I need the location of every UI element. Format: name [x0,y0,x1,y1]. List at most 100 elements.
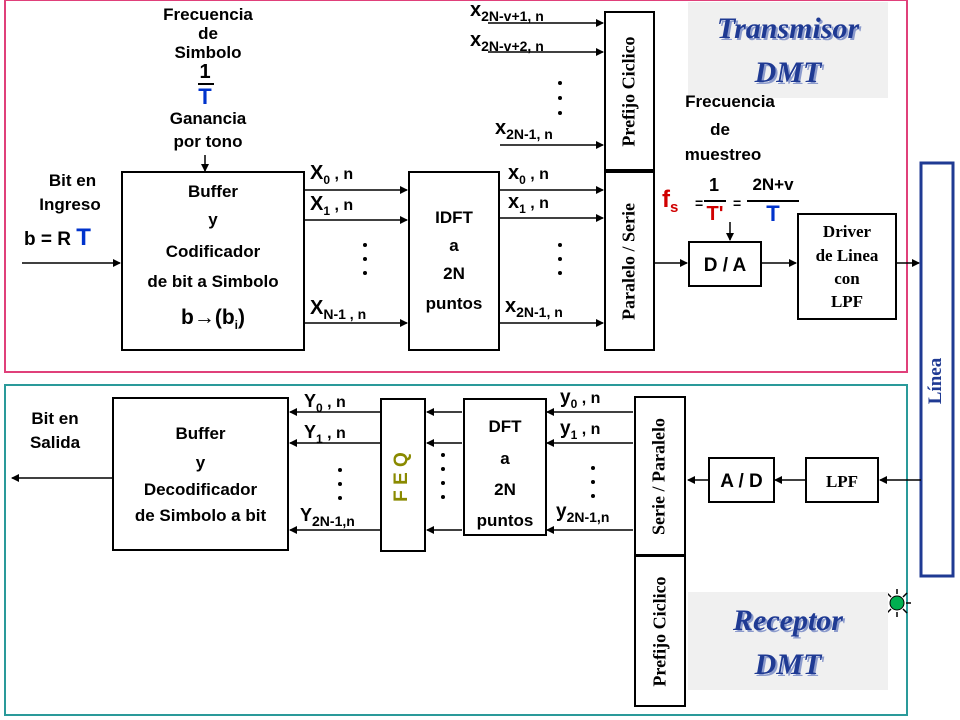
driver-line2: de Linea [815,246,879,265]
Y2N1-sub: 2N-1,n [312,513,355,529]
bit-in-eq: b = R T [24,226,91,250]
fs-frac2-num: 2N+v [752,175,794,194]
symbol-freq-line2: de [198,24,218,43]
dft-line3: 2N [494,480,516,499]
prefix-1-base: x [470,0,482,21]
symbol-freq-den: T [198,84,212,109]
fs-eq2: = [733,195,742,211]
Y2N1-base: Y [300,505,313,525]
x1-tail: , n [525,195,549,212]
prefix-2-sub: 2N-v+2, n [481,38,544,54]
symbol-freq-num: 1 [199,61,211,83]
prefix-2-base: x [470,29,482,51]
bit-in-eq-text: b = R [24,229,71,250]
y2N1-label: y2N-1,n [556,501,609,524]
lpf-block: LPF [805,457,879,503]
receiver-title-line1: Receptor [733,604,843,637]
sample-freq-line3: muestreo [684,145,762,164]
idft-line4: puntos [425,294,483,313]
y1-tail: , n [577,421,601,438]
Y0-label: Y0 , n [304,392,346,414]
fs-frac2-bar [747,200,799,202]
transmitter-title-box: Transmisor DMT [688,2,888,98]
Y1-tail: , n [322,425,346,442]
x1-sub: 1 [519,202,526,216]
ad-block: A / D [708,457,775,503]
encoder-line3: Codificador [165,242,261,261]
fraction-bar [198,83,214,85]
idft-line3: 2N [443,264,465,283]
parallel-serial-block: Paralelo / Serie [604,171,655,351]
decoder-line4: de Simbolo a bit [134,506,267,525]
X0-tail: , n [330,166,354,183]
X0-base: X [310,162,324,184]
fs-symbol: fs [662,186,678,216]
bit-in-T: T [76,224,91,251]
gain-line1: Ganancia [169,109,247,128]
Y1-sub: 1 [316,432,323,446]
dft-line2: a [500,449,510,468]
transmitter-frame [4,0,908,373]
y2N1-sub: 2N-1,n [566,509,610,525]
y2N1-base: y [556,501,567,522]
symbol-freq-line3: Simbolo [174,43,242,62]
fs-frac1-den: T' [706,203,724,225]
prefix-3-sub: 2N-1, n [506,126,553,142]
fs-f: f [662,186,670,213]
y0-label: y0 , n [560,387,601,410]
da-block: D / A [688,241,762,287]
dft-block: DFT a 2N puntos [463,398,547,536]
y1-base: y [560,418,571,439]
driver-line4: LPF [830,292,864,311]
idft-line1: IDFT [435,208,473,227]
y0-tail: , n [577,390,601,407]
driver-line3: con [834,269,860,288]
encoder-block: Buffer y Codificador de bit a Simbolo b→… [121,171,305,351]
bit-in-line2: Ingreso [39,195,101,214]
x2N1-sub: 2N-1, n [516,304,563,320]
encoder-map: b→(bi) [123,306,303,331]
tx-prefix-block: Prefijo Ciclico [604,11,655,171]
x0-sub: 0 [519,173,526,187]
fs-eq1: = [695,195,704,211]
line-driver-block: Driver de Linea con LPF [797,213,897,320]
serial-parallel-block: Serie / Paralelo [634,396,686,556]
y0-sub: 0 [570,397,578,411]
da-text: D / A [703,255,747,276]
x2N1-label: x2N-1, n [505,295,563,319]
Y0-tail: , n [322,394,346,411]
receiver-frame [4,384,908,716]
transmitter-title-line1: Transmisor [716,12,860,45]
encoder-map-end: ) [238,306,245,329]
line-label: Línea [925,357,946,405]
encoder-line4: de bit a Simbolo [147,272,279,291]
Y2N1-label: Y2N-1,n [300,505,355,528]
X1-label: X1 , n [310,194,354,217]
decoder-line1: Buffer [175,424,226,443]
X1-tail: , n [330,197,354,214]
receiver-title-box: Receptor DMT [688,592,888,690]
XN1-base: X [310,297,324,319]
bit-in-line1: Bit en [48,171,97,190]
bit-out-line1: Bit en [31,409,79,428]
receiver-title-line2: DMT [754,648,822,681]
x1-base: x [508,191,520,213]
prefix-1-sub: 2N-v+1, n [481,8,544,24]
serial-parallel-text: Serie / Paralelo [648,418,669,535]
y1-label: y1 , n [560,418,601,441]
Y1-base: Y [304,422,317,442]
y0-base: y [560,387,571,408]
gain-line2: por tono [173,132,243,151]
y1-sub: 1 [570,428,578,442]
line-channel-box [919,161,955,578]
x2N1-base: x [505,295,517,317]
dft-line4: puntos [476,511,534,530]
encoder-line2: y [208,210,218,229]
prefix-label-3: x2N-1, n [495,118,553,141]
x0-tail: , n [525,166,549,183]
sample-freq-line2: de [710,120,730,139]
X0-label: X0 , n [310,162,354,186]
fs-frac2-den: T [766,201,780,226]
sun-star-icon [883,589,911,617]
XN1-label: XN-1 , n [310,297,366,321]
